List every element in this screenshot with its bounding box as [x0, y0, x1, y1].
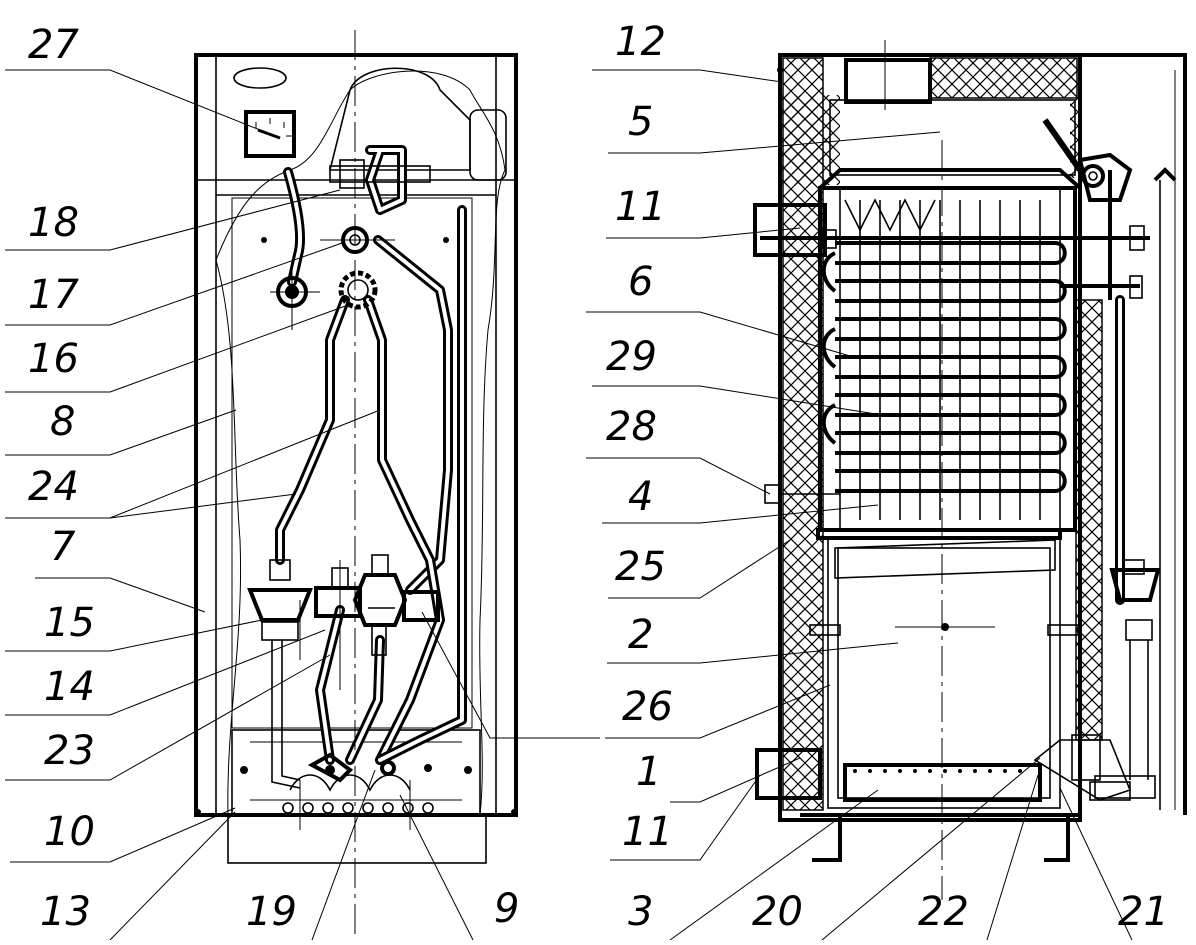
- right-casing: [753, 53, 1187, 862]
- right-callouts: 12 5 11 6 29 28 4 25 2 26 1 11 3 20 22 2…: [606, 19, 1169, 935]
- callout-15: 15: [44, 600, 95, 646]
- callout-6: 6: [628, 259, 653, 305]
- right-view: [753, 40, 1187, 900]
- callout-10: 10: [44, 809, 95, 855]
- heat-exchanger: [760, 168, 1150, 579]
- callout-24: 24: [28, 464, 79, 510]
- callout-13: 13: [40, 889, 91, 935]
- left-view: [194, 30, 518, 940]
- callout-11-bottom: 11: [622, 809, 673, 855]
- callout-17: 17: [28, 272, 79, 318]
- callout-12: 12: [615, 19, 666, 65]
- callout-21: 21: [1118, 889, 1169, 935]
- callout-5: 5: [628, 99, 653, 145]
- burner-ports: [853, 769, 1022, 773]
- callout-27: 27: [28, 22, 79, 68]
- callout-14: 14: [44, 664, 95, 710]
- callout-23: 23: [44, 728, 95, 774]
- callout-16: 16: [28, 336, 79, 382]
- callout-7: 7: [50, 524, 76, 570]
- callout-3: 3: [628, 889, 653, 935]
- leader-lines: [5, 69, 1133, 941]
- draught-and-regulator: [1042, 118, 1161, 799]
- callout-11-top: 11: [615, 184, 666, 230]
- callout-19: 19: [246, 889, 297, 935]
- callout-26: 26: [622, 684, 673, 730]
- callout-9: 9: [494, 886, 519, 932]
- callout-18: 18: [28, 200, 79, 246]
- left-callouts: 27 18 17 16 8 24 7 15 14 23 10 13 19 9: [28, 22, 519, 935]
- left-cabinet: [194, 53, 518, 864]
- callout-8: 8: [50, 399, 75, 445]
- callout-1: 1: [636, 749, 661, 795]
- callout-4: 4: [628, 474, 653, 520]
- callout-20: 20: [752, 889, 803, 935]
- callout-2: 2: [628, 612, 653, 658]
- callout-28: 28: [606, 404, 657, 450]
- callout-29: 29: [606, 334, 657, 380]
- gas-and-water-pipes: [271, 145, 467, 789]
- callout-25: 25: [615, 544, 666, 590]
- callout-22: 22: [918, 889, 969, 935]
